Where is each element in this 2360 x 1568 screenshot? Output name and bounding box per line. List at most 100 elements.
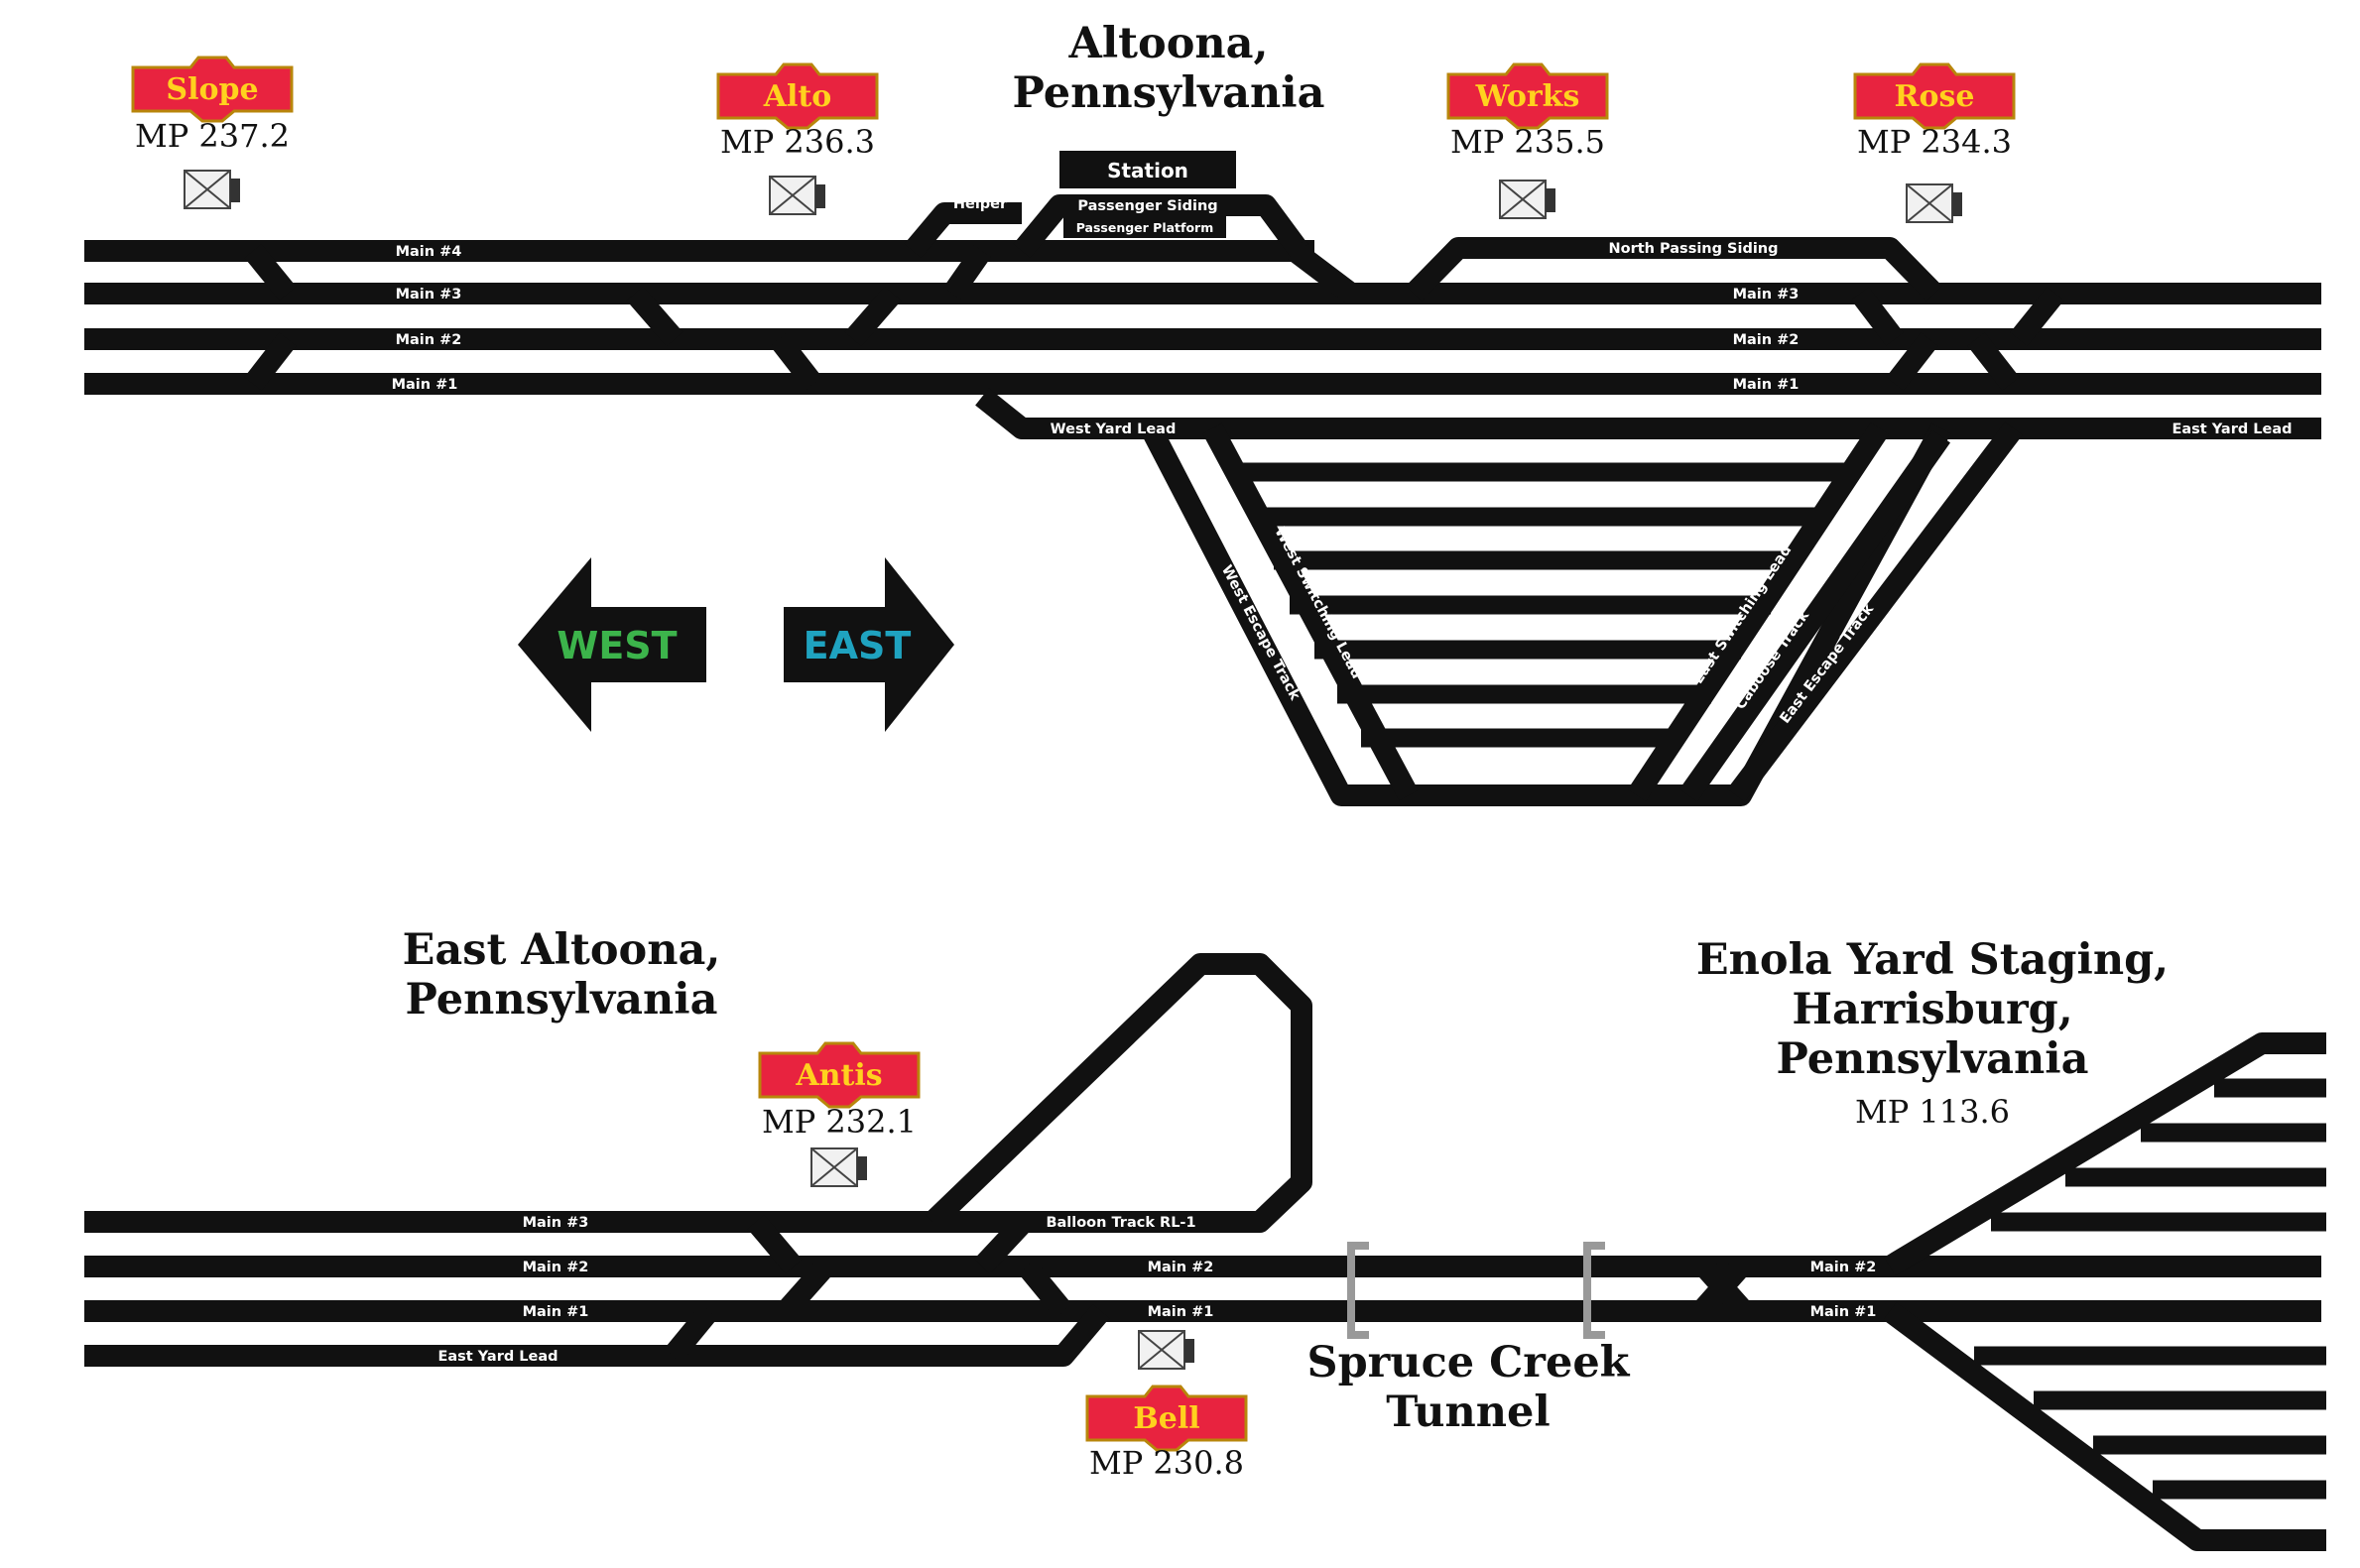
station-box bbox=[1059, 151, 1236, 188]
main-2-west-label: Main #2 bbox=[396, 332, 462, 348]
crossover bbox=[1886, 332, 1938, 391]
main-4-label: Main #4 bbox=[396, 244, 462, 260]
enola-title-line1: Enola Yard Staging, bbox=[1696, 935, 2169, 985]
bottom-main-1-mid-label: Main #1 bbox=[1148, 1304, 1214, 1320]
main-2-east-label: Main #2 bbox=[1733, 332, 1800, 348]
main-4-end bbox=[1288, 242, 1358, 302]
balloon-track bbox=[925, 953, 1312, 1233]
tower-works: Works MP 235.5 bbox=[1446, 62, 1609, 219]
crossover bbox=[942, 244, 992, 301]
tunnel-portal-east bbox=[1583, 1242, 1605, 1339]
bottom-main-1-east-label: Main #1 bbox=[1810, 1304, 1877, 1320]
tower-milepost: MP 237.2 bbox=[135, 117, 290, 155]
crossover bbox=[244, 244, 297, 301]
crossover bbox=[2010, 287, 2064, 346]
crossover bbox=[1851, 287, 1904, 346]
west-arrow-label: WEST bbox=[557, 624, 677, 667]
signal-icon bbox=[1138, 1330, 1194, 1370]
enola-fan-lower-outer bbox=[1883, 1302, 2326, 1551]
bottom-main-2-east-label: Main #2 bbox=[1810, 1260, 1877, 1275]
north-passing-siding-track bbox=[1406, 237, 1942, 302]
altoona-title-line1: Altoona, bbox=[1067, 19, 1268, 68]
signal-icon bbox=[1499, 180, 1555, 219]
signal-icon bbox=[769, 176, 825, 215]
bottom-main-3-label: Main #3 bbox=[523, 1215, 589, 1231]
tower-milepost: MP 236.3 bbox=[720, 123, 875, 161]
east-escape-track bbox=[1727, 422, 2023, 802]
crossover bbox=[770, 332, 822, 391]
signal-icon bbox=[1906, 183, 1962, 223]
passenger-platform-box bbox=[1063, 216, 1226, 238]
east-altoona-title-line2: Pennsylvania bbox=[406, 975, 718, 1025]
tower-rose: Rose MP 234.3 bbox=[1853, 62, 2016, 223]
tower-name: Antis bbox=[795, 1058, 882, 1093]
east-arrow-shape bbox=[784, 557, 954, 732]
tower-name: Rose bbox=[1895, 79, 1975, 114]
crossover bbox=[664, 1304, 718, 1363]
main-3-east-label: Main #3 bbox=[1733, 287, 1800, 302]
enola-yard-staging bbox=[1883, 1032, 2326, 1551]
tower-name: Slope bbox=[166, 72, 258, 107]
east-yard-lead-label: East Yard Lead bbox=[2172, 422, 2292, 437]
signal-icon bbox=[810, 1147, 867, 1187]
tower-antis: Antis MP 232.1 bbox=[758, 1041, 921, 1187]
passenger-siding-track bbox=[1013, 194, 1308, 259]
tower-slope: Slope MP 237.2 bbox=[131, 56, 294, 209]
east-arrow: EAST bbox=[784, 557, 954, 732]
west-escape-track bbox=[1141, 422, 1951, 806]
crossover bbox=[1967, 332, 2020, 391]
north-passing-siding-label: North Passing Siding bbox=[1608, 241, 1778, 257]
tower-name: Works bbox=[1475, 79, 1580, 114]
bottom-east-yard-lead-track bbox=[84, 1303, 1110, 1367]
main-3-west-label: Main #3 bbox=[396, 287, 462, 302]
crossover bbox=[747, 1214, 803, 1274]
tower-milepost: MP 232.1 bbox=[762, 1103, 917, 1141]
east-arrow-label: EAST bbox=[804, 624, 912, 667]
east-altoona-track-labels: Main #3 Main #2 Main #1 East Yard Lead B… bbox=[437, 1215, 1876, 1365]
enola-fan-upper-outer bbox=[1884, 1032, 2326, 1276]
tunnel-title-line2: Tunnel bbox=[1386, 1387, 1551, 1437]
west-arrow-shape bbox=[518, 557, 706, 732]
crossover bbox=[844, 286, 902, 347]
keystone-icon bbox=[1446, 62, 1609, 130]
balloon-track-label: Balloon Track RL-1 bbox=[1046, 1215, 1195, 1231]
tower-name: Bell bbox=[1133, 1401, 1199, 1436]
station: Station Passenger Platform Passenger Sid… bbox=[953, 151, 1236, 238]
tunnel-portal-west bbox=[1347, 1242, 1369, 1339]
keystone-icon bbox=[716, 62, 879, 130]
keystone-icon bbox=[758, 1041, 921, 1109]
bottom-main-2-west-label: Main #2 bbox=[523, 1260, 589, 1275]
tower-milepost: MP 234.3 bbox=[1857, 123, 2012, 161]
east-altoona-tracks bbox=[84, 953, 2321, 1367]
caboose-track bbox=[1679, 429, 1950, 802]
tower-bell: Bell MP 230.8 bbox=[1085, 1330, 1248, 1482]
keystone-icon bbox=[131, 56, 294, 123]
passenger-platform-label: Passenger Platform bbox=[1076, 220, 1214, 235]
enola-milepost: MP 113.6 bbox=[1855, 1093, 2010, 1131]
bottom-main-2-mid-label: Main #2 bbox=[1148, 1260, 1214, 1275]
west-arrow: WEST bbox=[518, 557, 706, 732]
spruce-creek-tunnel: Spruce Creek Tunnel bbox=[1307, 1242, 1631, 1437]
tower-milepost: MP 230.8 bbox=[1089, 1444, 1244, 1482]
east-altoona-title-line1: East Altoona, bbox=[403, 925, 721, 975]
altoona-title-line2: Pennsylvania bbox=[1013, 68, 1325, 118]
keystone-icon bbox=[1853, 62, 2016, 130]
bottom-east-yard-lead-label: East Yard Lead bbox=[437, 1349, 558, 1365]
enola-title-line2: Harrisburg, bbox=[1792, 985, 2072, 1034]
keystone-icon bbox=[1085, 1385, 1248, 1452]
crossover bbox=[626, 286, 683, 347]
helper-track bbox=[904, 202, 1022, 259]
signal-icon bbox=[184, 170, 240, 209]
crossover bbox=[777, 1259, 834, 1319]
enola-title-line3: Pennsylvania bbox=[1777, 1034, 2089, 1084]
west-yard-lead-label: West Yard Lead bbox=[1051, 422, 1177, 437]
altoona-tracks bbox=[84, 194, 2321, 806]
passenger-siding-label: Passenger Siding bbox=[1077, 198, 1217, 214]
tunnel-title-line1: Spruce Creek bbox=[1307, 1338, 1631, 1387]
main-1-east-label: Main #1 bbox=[1733, 377, 1800, 393]
crossover bbox=[244, 332, 297, 391]
tower-milepost: MP 235.5 bbox=[1450, 123, 1605, 161]
